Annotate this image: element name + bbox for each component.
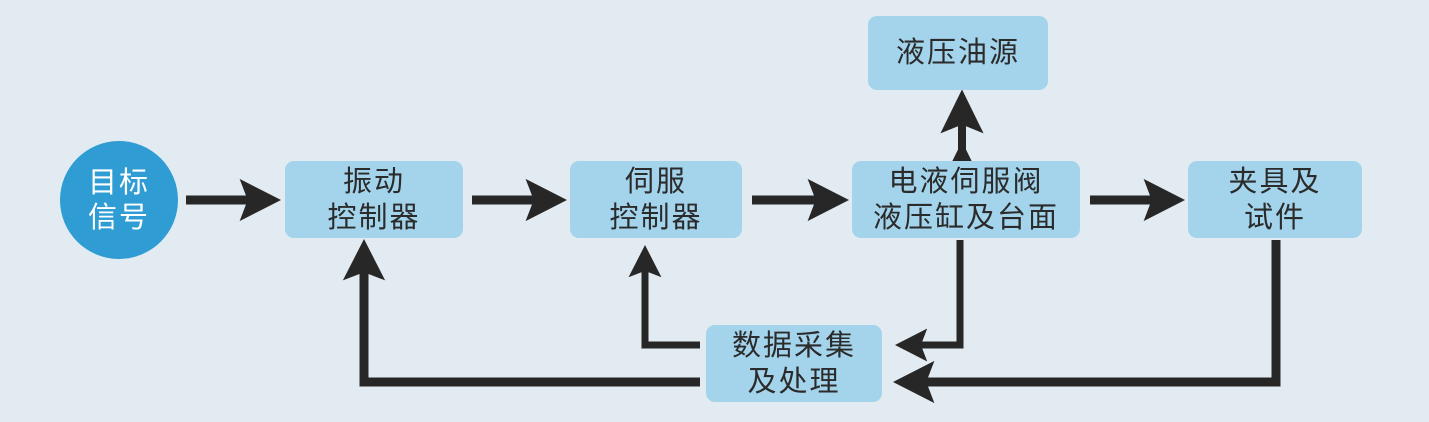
node-label-vibration-controller: 振动 控制器 xyxy=(327,164,421,234)
node-label-servo-valve-cylinder-table: 电液伺服阀 液压缸及台面 xyxy=(872,164,1059,234)
node-target-signal[interactable]: 目标 信号 xyxy=(60,141,178,259)
node-data-acquisition-processing[interactable]: 数据采集 及处理 xyxy=(706,325,882,402)
node-label-hydraulic-oil-source: 液压油源 xyxy=(895,35,1020,70)
connector-data-to-vibration xyxy=(342,238,700,387)
node-vibration-controller[interactable]: 振动 控制器 xyxy=(285,161,463,238)
node-hydraulic-oil-source[interactable]: 液压油源 xyxy=(868,16,1048,90)
connector-fixture-to-data xyxy=(892,240,1281,404)
node-fixture-and-specimen[interactable]: 夹具及 试件 xyxy=(1188,161,1362,238)
node-label-data-acquisition-processing: 数据采集 及处理 xyxy=(731,328,856,398)
connector-valve-to-data xyxy=(894,240,964,362)
node-servo-controller[interactable]: 伺服 控制器 xyxy=(570,161,742,238)
node-servo-valve-cylinder-table[interactable]: 电液伺服阀 液压缸及台面 xyxy=(852,161,1080,238)
connector-data-to-servo xyxy=(628,244,700,349)
node-label-target-signal: 目标 信号 xyxy=(87,164,150,234)
node-label-fixture-and-specimen: 夹具及 试件 xyxy=(1228,164,1322,234)
node-label-servo-controller: 伺服 控制器 xyxy=(609,164,703,234)
